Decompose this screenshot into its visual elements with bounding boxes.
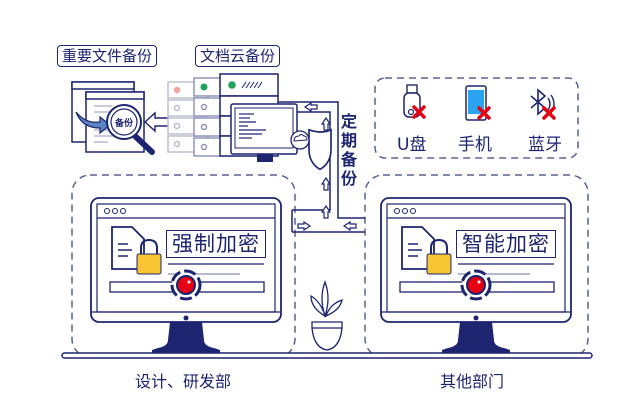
scheduled-backup-label: 定期备份 — [340, 112, 358, 188]
department-label-other: 其他部门 — [440, 372, 505, 391]
blocked-x-icon — [542, 106, 556, 120]
department-label-design-rd: 设计、研发部 — [135, 372, 232, 391]
arrow-to-magnifier-icon — [143, 111, 170, 133]
blocked-x-icon — [477, 106, 491, 120]
magnifier-icon — [106, 104, 155, 155]
arrow-up-icon — [320, 116, 332, 131]
cloud-shield-icon — [290, 128, 332, 171]
right-computer — [380, 197, 572, 353]
arrow-up-icon — [320, 176, 332, 191]
cloud-backup-label: 文档云备份 — [195, 45, 281, 67]
left-computer — [90, 197, 282, 353]
arrow-left-icon — [303, 101, 318, 113]
arrow-right-icon — [297, 220, 312, 232]
desk-line — [61, 352, 593, 359]
smart-encryption-label: 智能加密 — [456, 230, 556, 258]
bluetooth-icon — [530, 88, 556, 120]
plant-pot-icon — [310, 280, 343, 351]
important-backup-label: 重要文件备份 — [57, 45, 158, 67]
device-label-bluetooth: 蓝牙 — [528, 135, 562, 155]
scheduled-backup-text: 定期备份 — [340, 112, 357, 188]
device-block-dashed-zone — [374, 77, 579, 159]
phone-icon — [465, 85, 491, 121]
arrow-left-icon — [342, 220, 357, 232]
usb-drive-icon — [403, 84, 426, 119]
arrow-up-icon — [320, 204, 332, 219]
server-monitor-icon — [230, 103, 298, 162]
forced-encryption-label: 强制加密 — [166, 230, 266, 258]
magnifier-text: 备份 — [115, 119, 134, 129]
device-label-usb: U盘 — [397, 135, 427, 155]
blocked-x-icon — [412, 105, 426, 119]
backup-flow-pipe — [270, 101, 365, 233]
device-label-phone: 手机 — [458, 135, 492, 155]
